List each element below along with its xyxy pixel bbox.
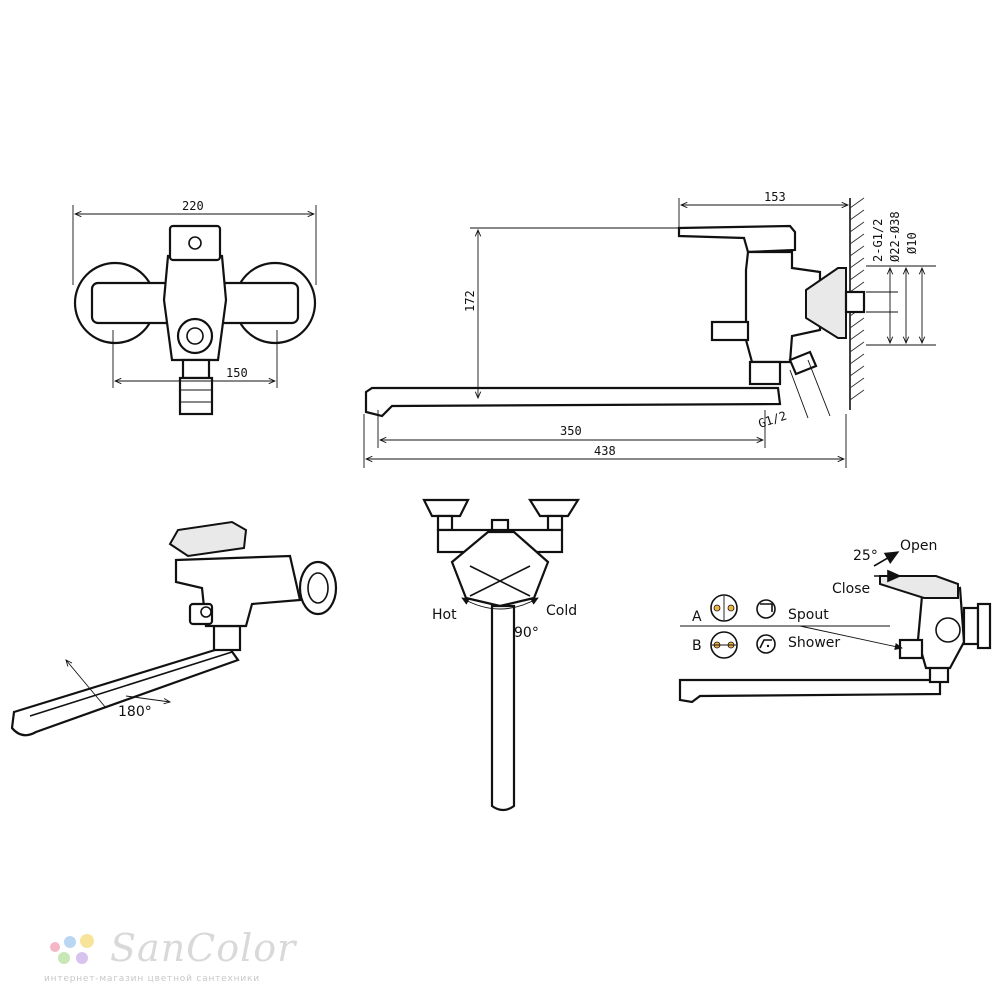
flange-dia-dim: Ø22-Ø38 bbox=[888, 211, 902, 262]
pipe-dia-dim: Ø10 bbox=[905, 232, 919, 254]
operation-angle-label: 25° bbox=[853, 548, 878, 564]
brand-tagline: интернет-магазин цветной сантехники bbox=[44, 974, 260, 984]
open-label: Open bbox=[900, 538, 937, 554]
diverter-knob-front bbox=[176, 317, 214, 355]
spout-connector-front bbox=[178, 376, 214, 416]
lever-side bbox=[677, 224, 797, 254]
spout-side bbox=[364, 386, 782, 418]
brand-name: SanColor bbox=[110, 926, 297, 970]
shower-icon bbox=[756, 634, 776, 654]
close-label: Close bbox=[832, 581, 870, 597]
overall-length-dim: 438 bbox=[594, 444, 616, 458]
front-width-dim: 220 bbox=[182, 199, 204, 213]
temperature-view: Hot Cold 90° bbox=[422, 498, 580, 812]
front-centers-dim: 150 bbox=[226, 366, 248, 380]
temperature-angle-label: 90° bbox=[514, 625, 539, 641]
row-a-label: Spout bbox=[788, 607, 829, 623]
swivel-view: 180° bbox=[10, 520, 338, 737]
logo-dots bbox=[44, 934, 104, 974]
operation-view: 25° Open Close A Spout B Shower bbox=[678, 538, 992, 704]
logo-dot bbox=[76, 952, 88, 964]
diverter-a-icon bbox=[710, 594, 738, 622]
wall-thread-dim: 2-G1/2 bbox=[871, 219, 885, 262]
wall-flange-side bbox=[805, 267, 847, 339]
spout-top-view bbox=[490, 604, 516, 812]
lever-swivel bbox=[168, 520, 248, 558]
front-view: 220 150 bbox=[72, 199, 317, 416]
logo-dot bbox=[80, 934, 94, 948]
flange-swivel bbox=[298, 560, 338, 616]
mixer-body-operation bbox=[916, 586, 966, 670]
hot-label: Hot bbox=[432, 607, 457, 623]
swivel-angle-label: 180° bbox=[118, 704, 152, 720]
row-b-letter: B bbox=[692, 638, 702, 654]
lever-front bbox=[168, 224, 222, 262]
row-b-label: Shower bbox=[788, 635, 840, 651]
cold-label: Cold bbox=[546, 603, 577, 619]
mixer-body-side bbox=[744, 250, 822, 364]
thread-dim: G1/2 bbox=[757, 409, 789, 431]
side-height-dim: 172 bbox=[463, 290, 477, 312]
brand-logo: SanColor интернет-магазин цветной сантех… bbox=[44, 926, 344, 992]
spout-length-dim: 350 bbox=[560, 424, 582, 438]
logo-dot bbox=[58, 952, 70, 964]
side-depth-dim: 153 bbox=[764, 190, 786, 204]
logo-dot bbox=[50, 942, 60, 952]
spout-operation bbox=[678, 678, 942, 704]
lever-operation bbox=[879, 575, 959, 599]
spout-icon bbox=[756, 599, 776, 619]
side-view: 153 172 G1/2 350 438 bbox=[363, 190, 936, 468]
logo-dot bbox=[64, 936, 76, 948]
row-a-letter: A bbox=[692, 609, 702, 625]
spout-swivel bbox=[10, 644, 240, 737]
diverter-b-icon bbox=[710, 631, 738, 659]
diverter-side bbox=[710, 320, 750, 342]
